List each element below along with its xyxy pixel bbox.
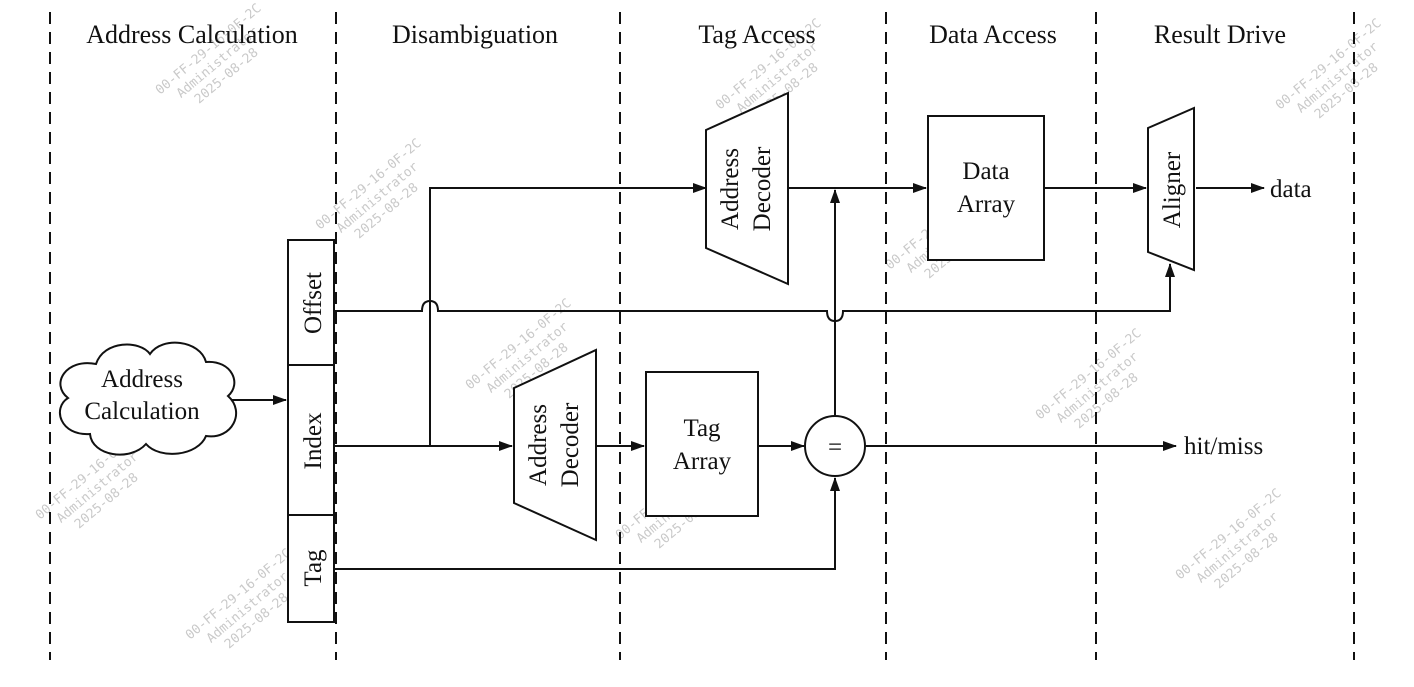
tag-field-label: Tag [300, 549, 327, 587]
wires [232, 183, 1265, 570]
data-array-label-line1: Data [962, 158, 1009, 185]
comparator-symbol: = [828, 434, 842, 461]
address-calculation-cloud: Address Calculation [58, 341, 238, 456]
cloud-shape [58, 341, 238, 456]
tag-comparator: = [804, 415, 866, 477]
decoder-shape [705, 91, 789, 286]
stage-headings: Address Calculation Disambiguation Tag A… [86, 20, 1286, 49]
stage-heading-disambiguation: Disambiguation [392, 20, 558, 49]
data-array-label-line2: Array [957, 191, 1016, 218]
wire-tag-to-comparator [334, 477, 840, 570]
data-array: Data Array [927, 115, 1045, 261]
upper-decoder-label-line2: Decoder [749, 146, 776, 231]
stage-heading-address-calculation: Address Calculation [86, 20, 298, 49]
tag-array-box [645, 371, 759, 517]
index-field-label: Index [300, 412, 327, 469]
watermark: 00-FF-29-16-0F-2C Administrator 2025-08-… [1173, 486, 1285, 592]
tag-array-label-line2: Array [673, 448, 732, 475]
decoder-shape [513, 348, 597, 542]
offset-field-label: Offset [300, 272, 327, 334]
address-register-box [287, 239, 335, 623]
tag-array: Tag Array [645, 371, 759, 517]
stage-dividers [49, 12, 1355, 660]
comparator-circle [804, 415, 866, 477]
tag-array-label-line1: Tag [683, 415, 721, 442]
stage-heading-data-access: Data Access [929, 20, 1057, 49]
lower-address-decoder: Address Decoder [513, 348, 597, 542]
upper-decoder-label-line1: Address [717, 148, 744, 230]
stage-heading-tag-access: Tag Access [698, 20, 815, 49]
address-register: Offset Index Tag [287, 239, 335, 623]
watermark: 00-FF-29-16-0F-2C Administrator 2025-08-… [1273, 16, 1385, 122]
cloud-label-line2: Calculation [84, 398, 200, 425]
data-array-box [927, 115, 1045, 261]
cloud-label-line1: Address [101, 366, 183, 393]
upper-address-decoder: Address Decoder [705, 91, 789, 286]
lower-decoder-label-line1: Address [525, 404, 552, 486]
aligner-label: Aligner [1159, 151, 1186, 228]
hit-miss-output-label: hit/miss [1184, 433, 1263, 460]
wire-index-to-upper-decoder [429, 183, 707, 446]
lower-decoder-label-line2: Decoder [557, 402, 584, 487]
watermark: 00-FF-29-16-0F-2C Administrator 2025-08-… [1033, 326, 1145, 432]
stage-heading-result-drive: Result Drive [1154, 20, 1286, 49]
aligner-shape [1147, 106, 1195, 272]
watermarks: 00-FF-29-16-0F-2C Administrator 2025-08-… [33, 1, 1385, 652]
aligner: Aligner [1147, 106, 1195, 272]
wire-offset-to-aligner [334, 263, 1175, 323]
data-output-label: data [1270, 176, 1312, 203]
